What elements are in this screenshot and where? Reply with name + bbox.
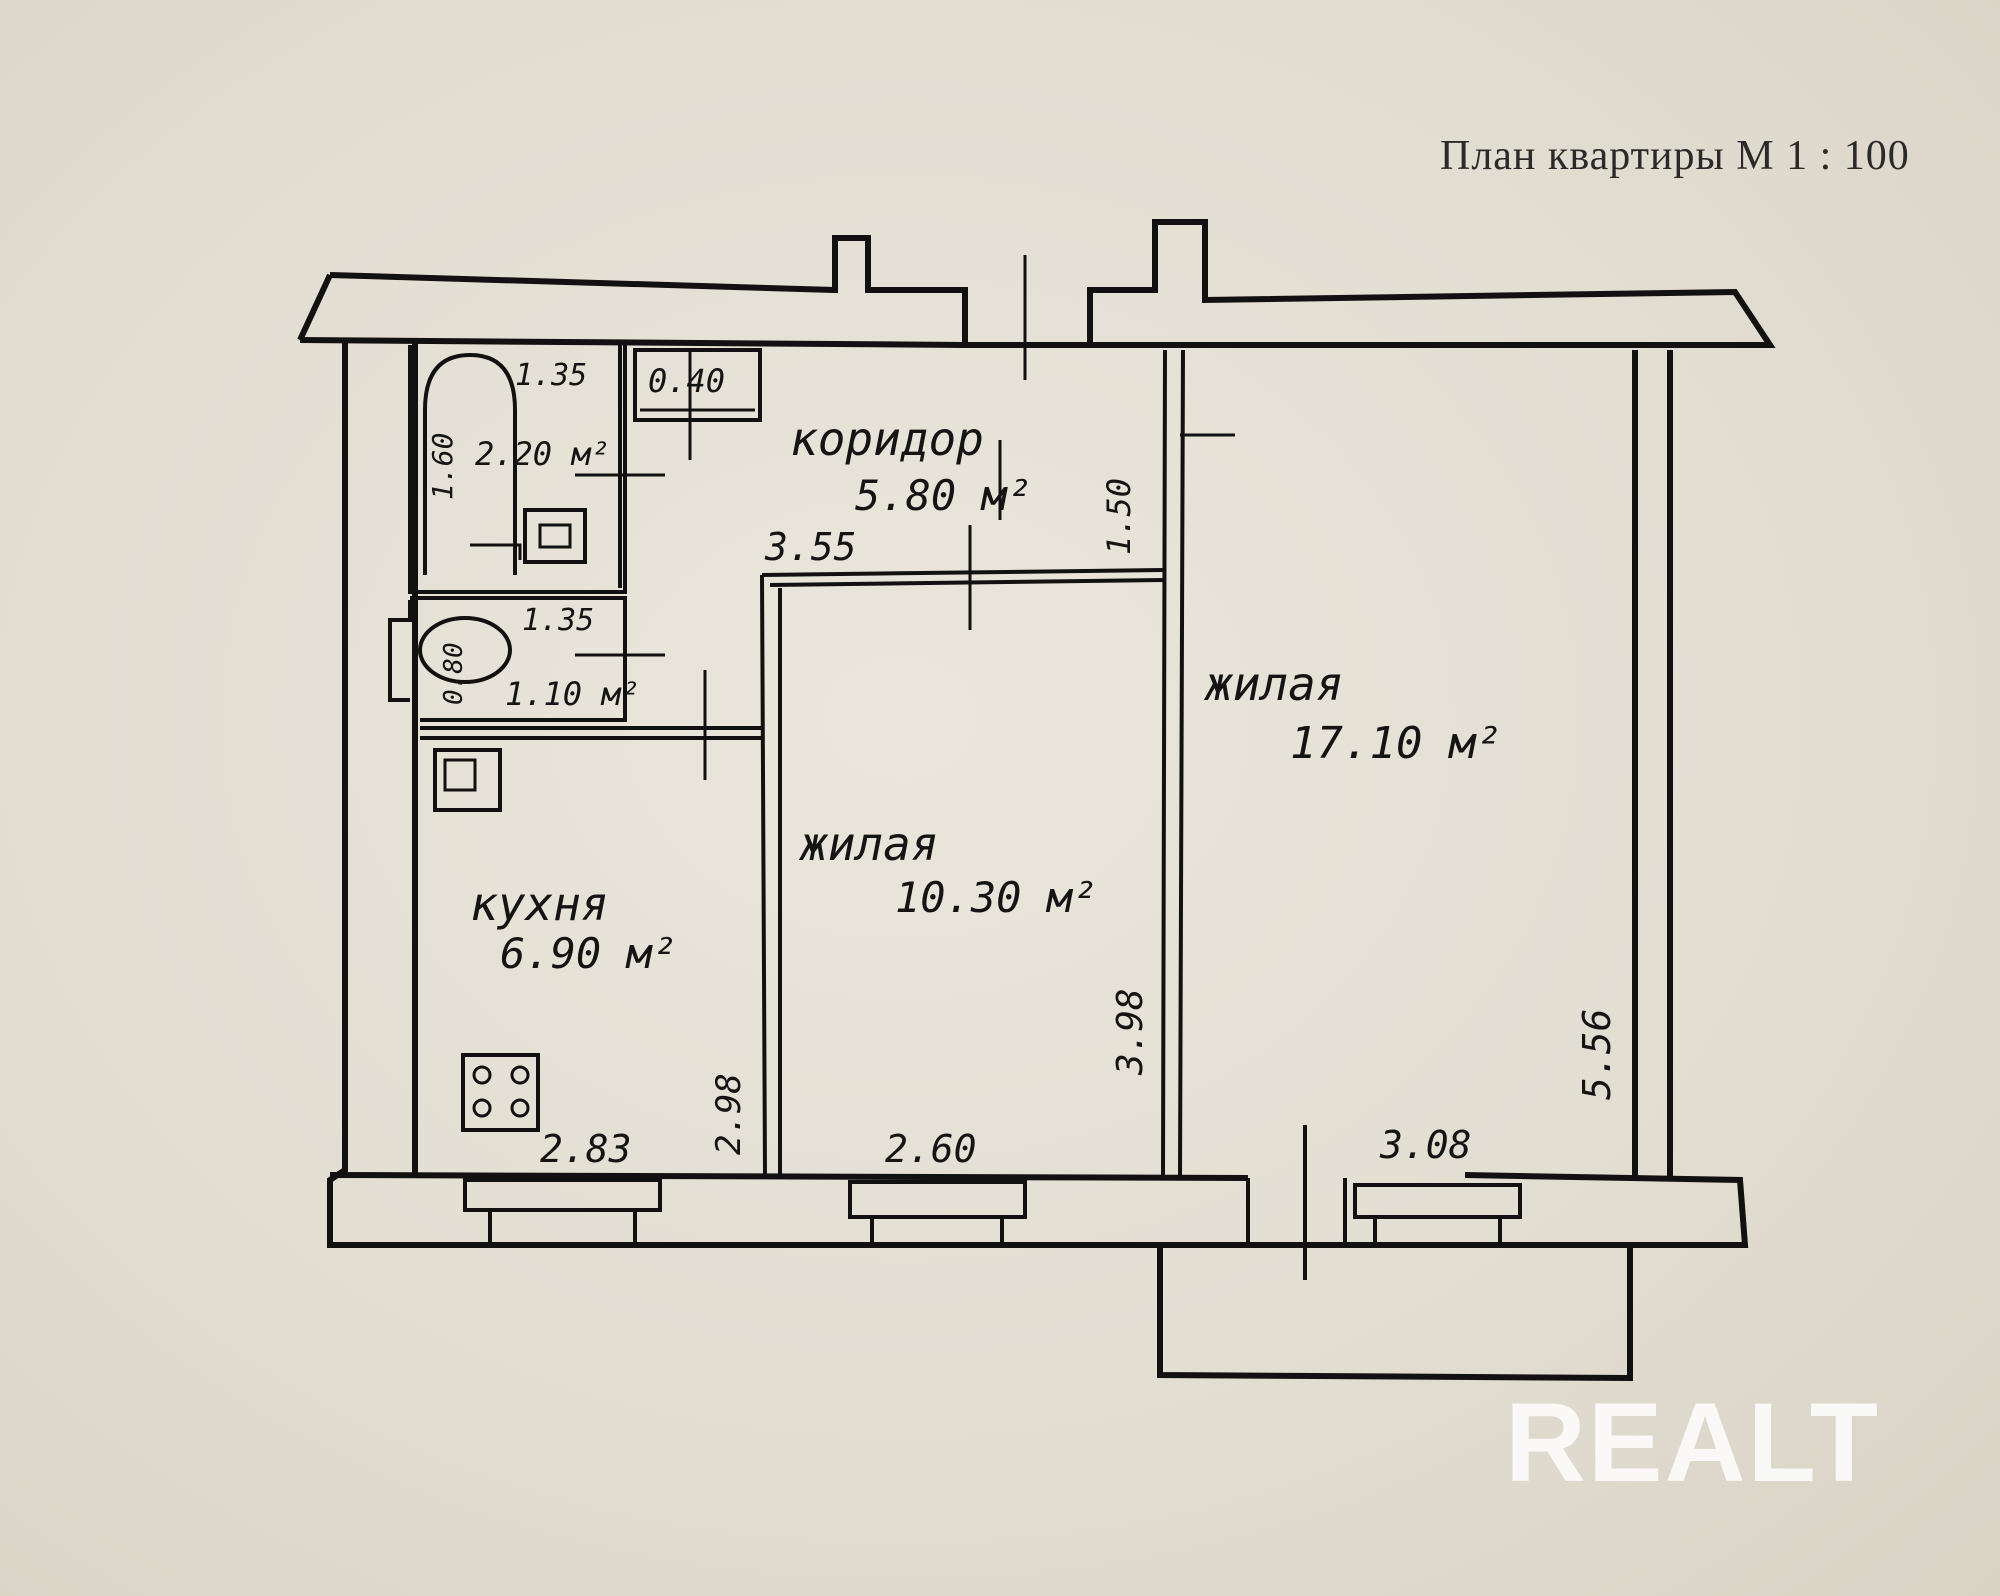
bottom-wall bbox=[329, 1172, 1249, 1181]
top-wall bbox=[329, 219, 1776, 348]
balcony bbox=[1157, 1245, 1633, 1382]
bathroom-height: 1.60 bbox=[426, 433, 459, 500]
large-room-area: 17.10 м² bbox=[1290, 718, 1502, 769]
right-wall bbox=[1632, 350, 1673, 1178]
large-room-name: жилая bbox=[1203, 657, 1343, 711]
corridor-name: коридор bbox=[790, 412, 984, 466]
fixtures bbox=[418, 352, 587, 1132]
kitchen-width: 2.83 bbox=[540, 1127, 632, 1171]
toilet-height: 0.80 bbox=[439, 642, 469, 705]
corridor-height: 1.50 bbox=[1100, 478, 1138, 555]
realt-watermark-logo: REALT bbox=[1505, 1380, 1880, 1505]
small-room-width: 2.60 bbox=[885, 1127, 977, 1171]
toilet-width: 1.35 bbox=[522, 603, 594, 638]
top-wall-inner bbox=[299, 337, 1100, 348]
bathroom-width: 1.35 bbox=[515, 358, 587, 393]
closet-box bbox=[633, 348, 762, 422]
interior-walls bbox=[388, 255, 1235, 1176]
corridor-area: 5.80 м² bbox=[855, 471, 1032, 520]
window-kitchen-inner bbox=[488, 1208, 637, 1247]
big-room-left-wall bbox=[1161, 349, 1185, 1176]
toilet-icon bbox=[418, 616, 512, 684]
kitchen-area: 6.90 м² bbox=[500, 929, 677, 978]
kitchen-height: 2.98 bbox=[709, 1073, 749, 1155]
window-room-inner bbox=[870, 1215, 1004, 1247]
corridor-bottom-wall bbox=[761, 568, 1166, 587]
small-room-height: 3.98 bbox=[1110, 988, 1151, 1076]
small-room-walls bbox=[760, 574, 782, 1176]
door-marks bbox=[575, 255, 1235, 780]
balcony-door bbox=[1246, 1125, 1347, 1280]
plan-title: План квартиры М 1 : 100 bbox=[1440, 133, 1910, 179]
sink-icon bbox=[433, 748, 502, 812]
small-room-area: 10.30 м² bbox=[895, 873, 1097, 922]
toilet-area: 1.10 м² bbox=[505, 675, 640, 713]
small-room-name: жилая bbox=[798, 817, 938, 871]
top-left-cap bbox=[297, 273, 333, 342]
kitchen-top-wall bbox=[420, 726, 762, 740]
large-room-height: 5.56 bbox=[1575, 1008, 1619, 1100]
bathroom-walls bbox=[408, 345, 627, 594]
room-labels: коридор 5.80 м² 3.55 1.50 1.35 2.20 м² 1… bbox=[426, 358, 1619, 1171]
corridor-width: 3.55 bbox=[764, 525, 857, 569]
toilet-walls bbox=[388, 596, 627, 722]
bathroom-area: 2.20 м² bbox=[475, 435, 610, 473]
window-big-outer bbox=[1353, 1183, 1522, 1219]
window-big-inner bbox=[1373, 1215, 1502, 1247]
window-kitchen-outer bbox=[463, 1178, 662, 1212]
closet-label: 0.40 bbox=[648, 362, 725, 400]
outer-walls bbox=[297, 219, 1776, 1382]
stove-icon bbox=[461, 1053, 540, 1132]
washbasin-icon bbox=[523, 508, 587, 564]
bathtub-icon bbox=[423, 352, 517, 575]
window-room-outer bbox=[848, 1180, 1027, 1219]
kitchen-name: кухня bbox=[470, 877, 608, 931]
large-room-width: 3.08 bbox=[1379, 1123, 1472, 1167]
left-wall bbox=[327, 340, 1749, 1248]
